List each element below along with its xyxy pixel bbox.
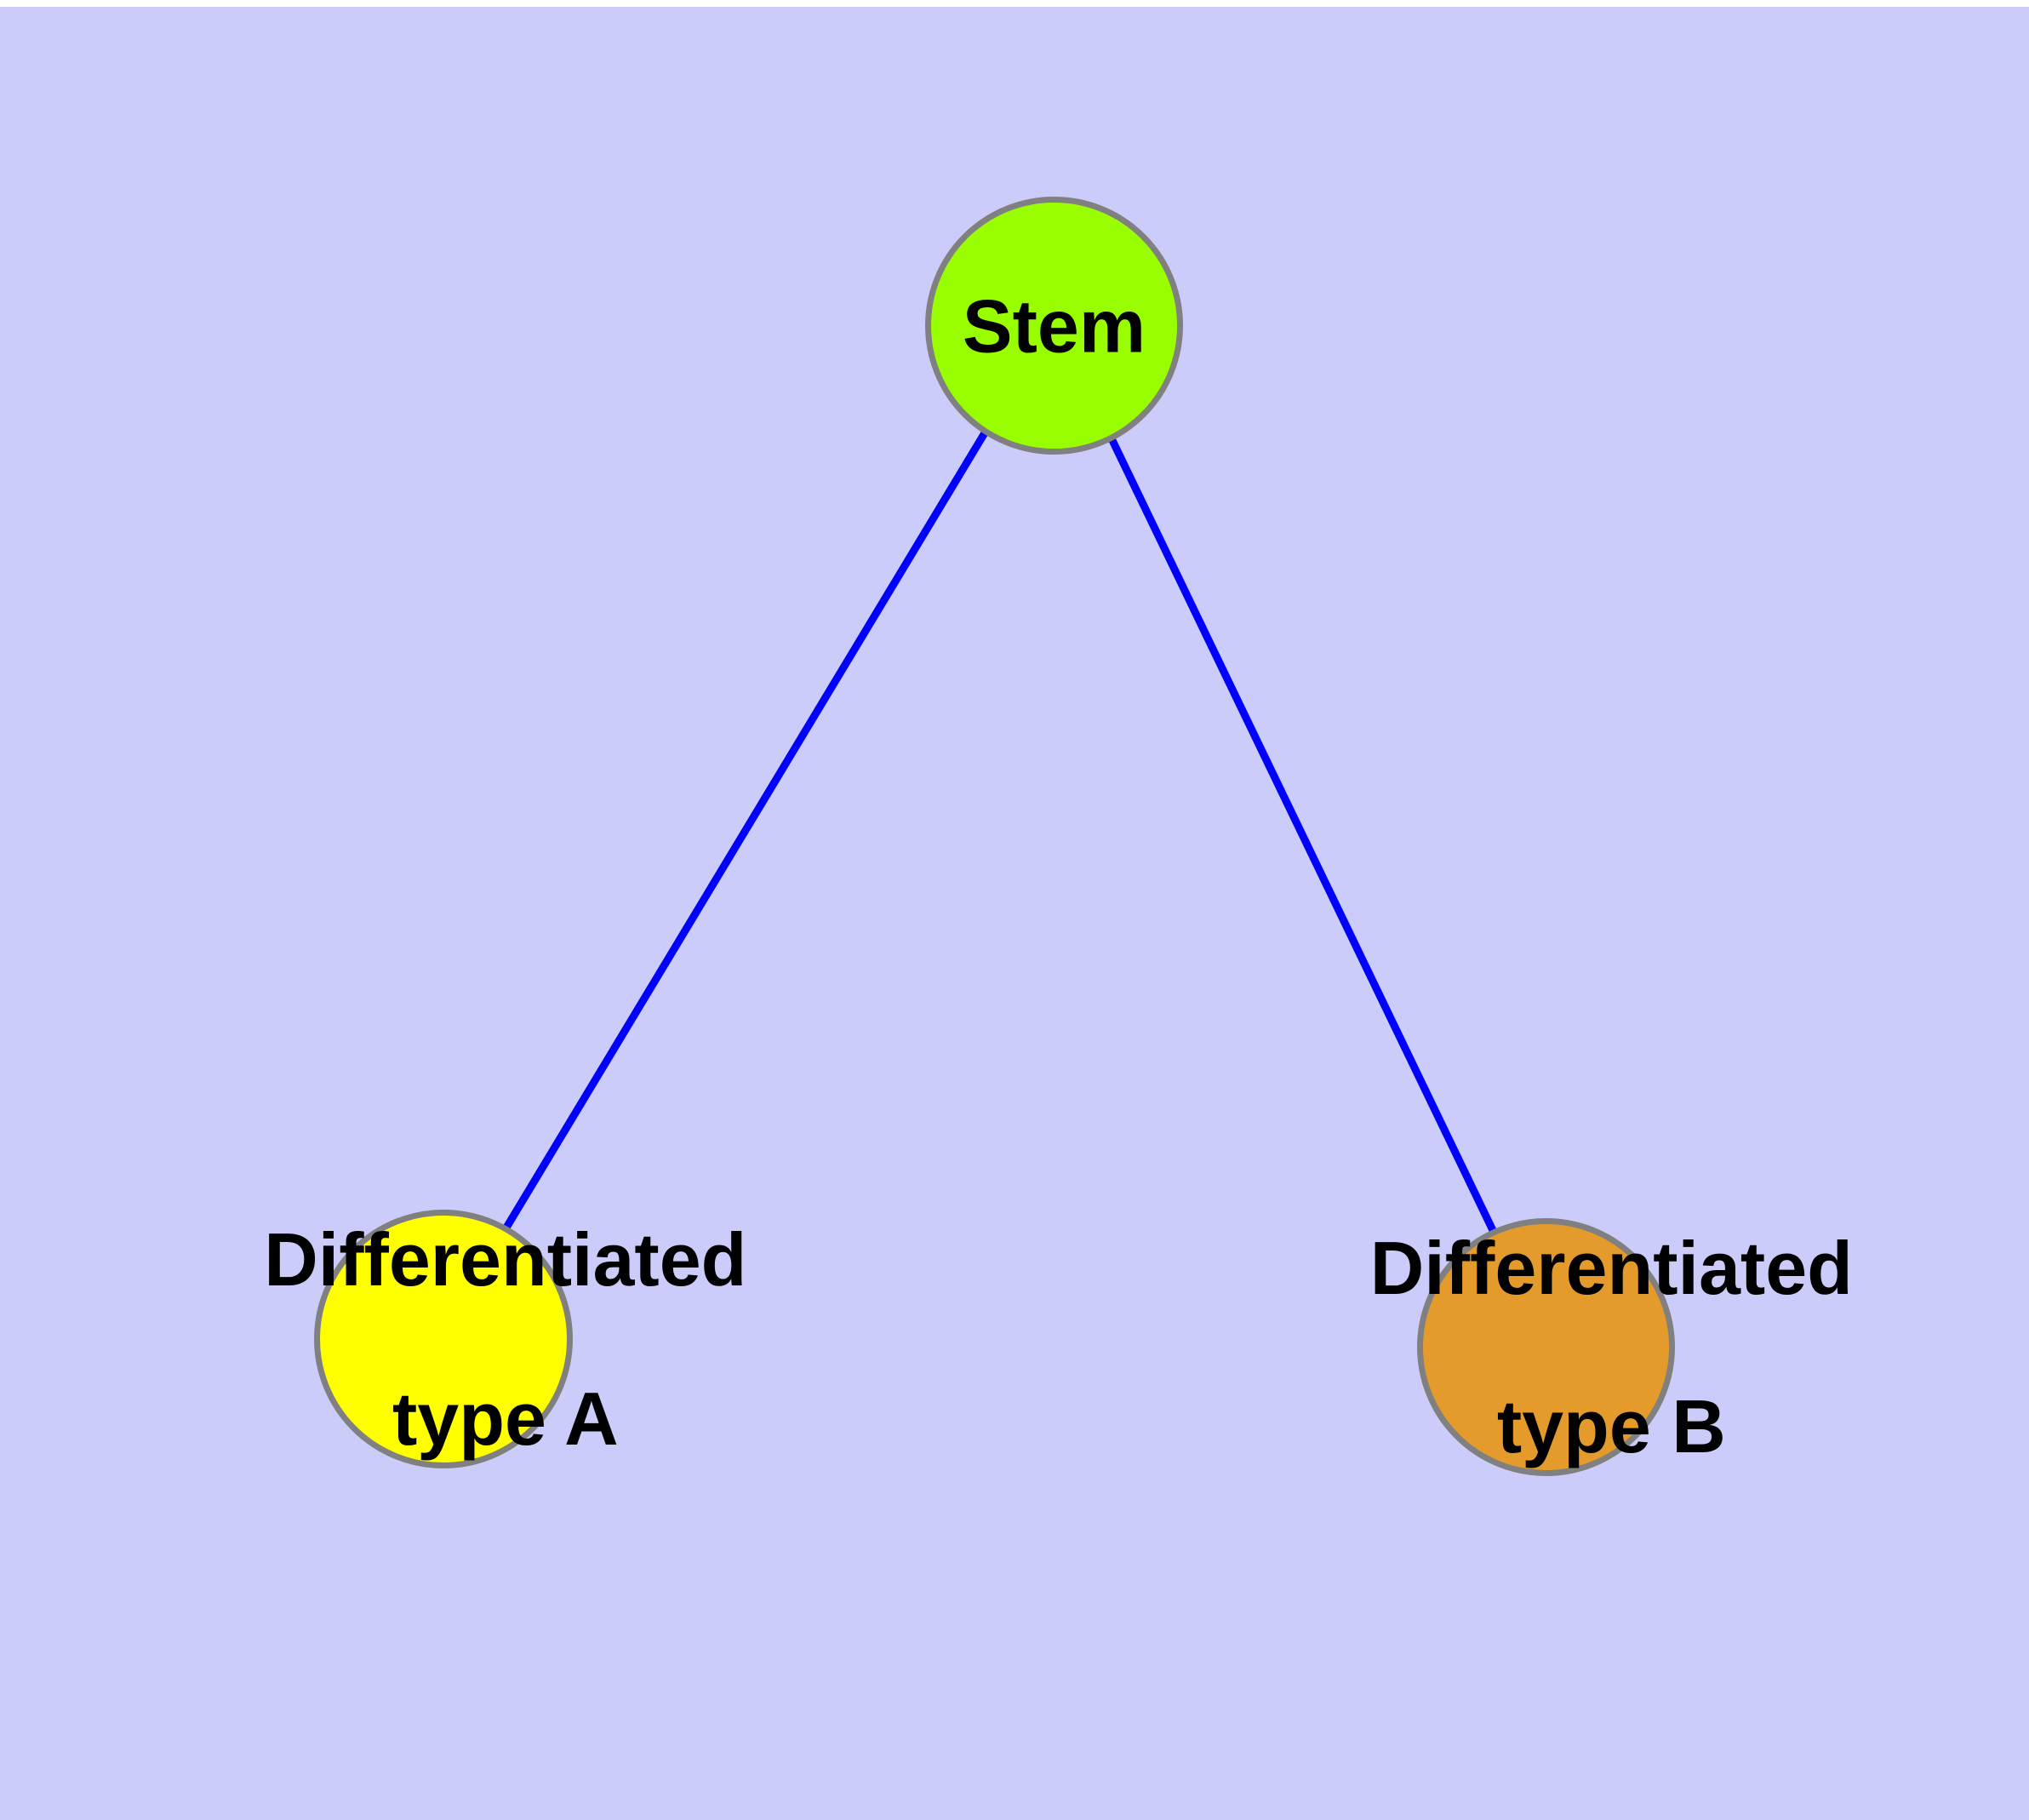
edge-stem-to-type-a (440, 316, 1057, 1335)
diagram-background: Stem Differentiated type A Differentiate… (0, 7, 2029, 1820)
edge-stem-to-type-b (1049, 317, 1550, 1342)
node-stem[interactable]: Stem (925, 197, 1183, 455)
node-type-a-label-line1: Differentiated (264, 1217, 747, 1302)
node-type-a-label-line2: type A (392, 1376, 619, 1461)
node-type-b-label-line1: Differentiated (1369, 1225, 1853, 1310)
node-differentiated-type-a[interactable]: Differentiated type A (264, 1210, 746, 1468)
node-type-b-label-line2: type B (1496, 1384, 1726, 1469)
node-differentiated-type-b-label: Differentiated type B (1203, 1148, 1853, 1545)
node-stem-label: Stem (962, 283, 1146, 368)
node-differentiated-type-b[interactable]: Differentiated type B (1370, 1218, 1853, 1476)
node-differentiated-type-a-label: Differentiated type A (98, 1141, 747, 1537)
